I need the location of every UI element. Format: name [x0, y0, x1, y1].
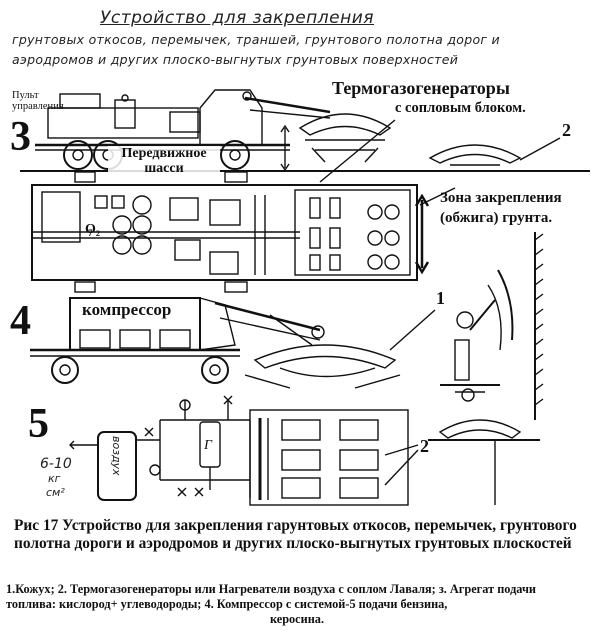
figure-number-3: 3: [10, 114, 31, 160]
compressor-truck-drawing: [30, 297, 436, 389]
slope-wall-drawing: [440, 232, 544, 420]
figure-number-4: 4: [10, 298, 31, 344]
figure-legend: 1.Кожух; 2. Термогазогенераторы или Нагр…: [6, 582, 536, 611]
pressure-unit-numerator: кг: [48, 472, 61, 485]
callout-2-top: 2: [562, 120, 571, 140]
compressor-label: компрессор: [82, 300, 172, 319]
chassis-label: Передвижное шасси: [108, 146, 220, 176]
figure-caption: Рис 17 Устройство для закрепления гарунт…: [14, 517, 577, 552]
handwritten-subtitle-line2: аэродромов и других плоско-выгнутых грун…: [12, 52, 459, 67]
plan-view-drawing: [31, 119, 561, 293]
callout-1: 1: [436, 288, 445, 308]
air-tank-label: воздух: [110, 436, 123, 476]
handwritten-title: Устройство для закрепления: [100, 8, 374, 28]
control-panel-label: Пульт управления: [12, 90, 64, 112]
pressure-value-label: 6-10: [40, 456, 72, 472]
fixation-zone-label: Зона закрепления (обжига) грунта.: [440, 190, 562, 226]
figure-legend-end: керосина.: [269, 612, 325, 626]
gas-cylinder-label: Г: [204, 438, 212, 453]
small-7-label: 7: [88, 228, 93, 238]
pressure-unit-denominator: см²: [46, 486, 65, 499]
fuel-supply-scheme-drawing: [69, 395, 540, 506]
nozzle-block-label: с сопловым блоком.: [395, 100, 526, 117]
figure-number-5: 5: [28, 401, 49, 447]
callout-2-bottom: 2: [420, 436, 429, 456]
handwritten-subtitle-line1: грунтовых откосов, перемычек, траншей, г…: [12, 32, 500, 47]
thermogas-generators-label: Термогазогенераторы: [332, 78, 510, 99]
oxygen-label: O₂: [85, 222, 101, 237]
